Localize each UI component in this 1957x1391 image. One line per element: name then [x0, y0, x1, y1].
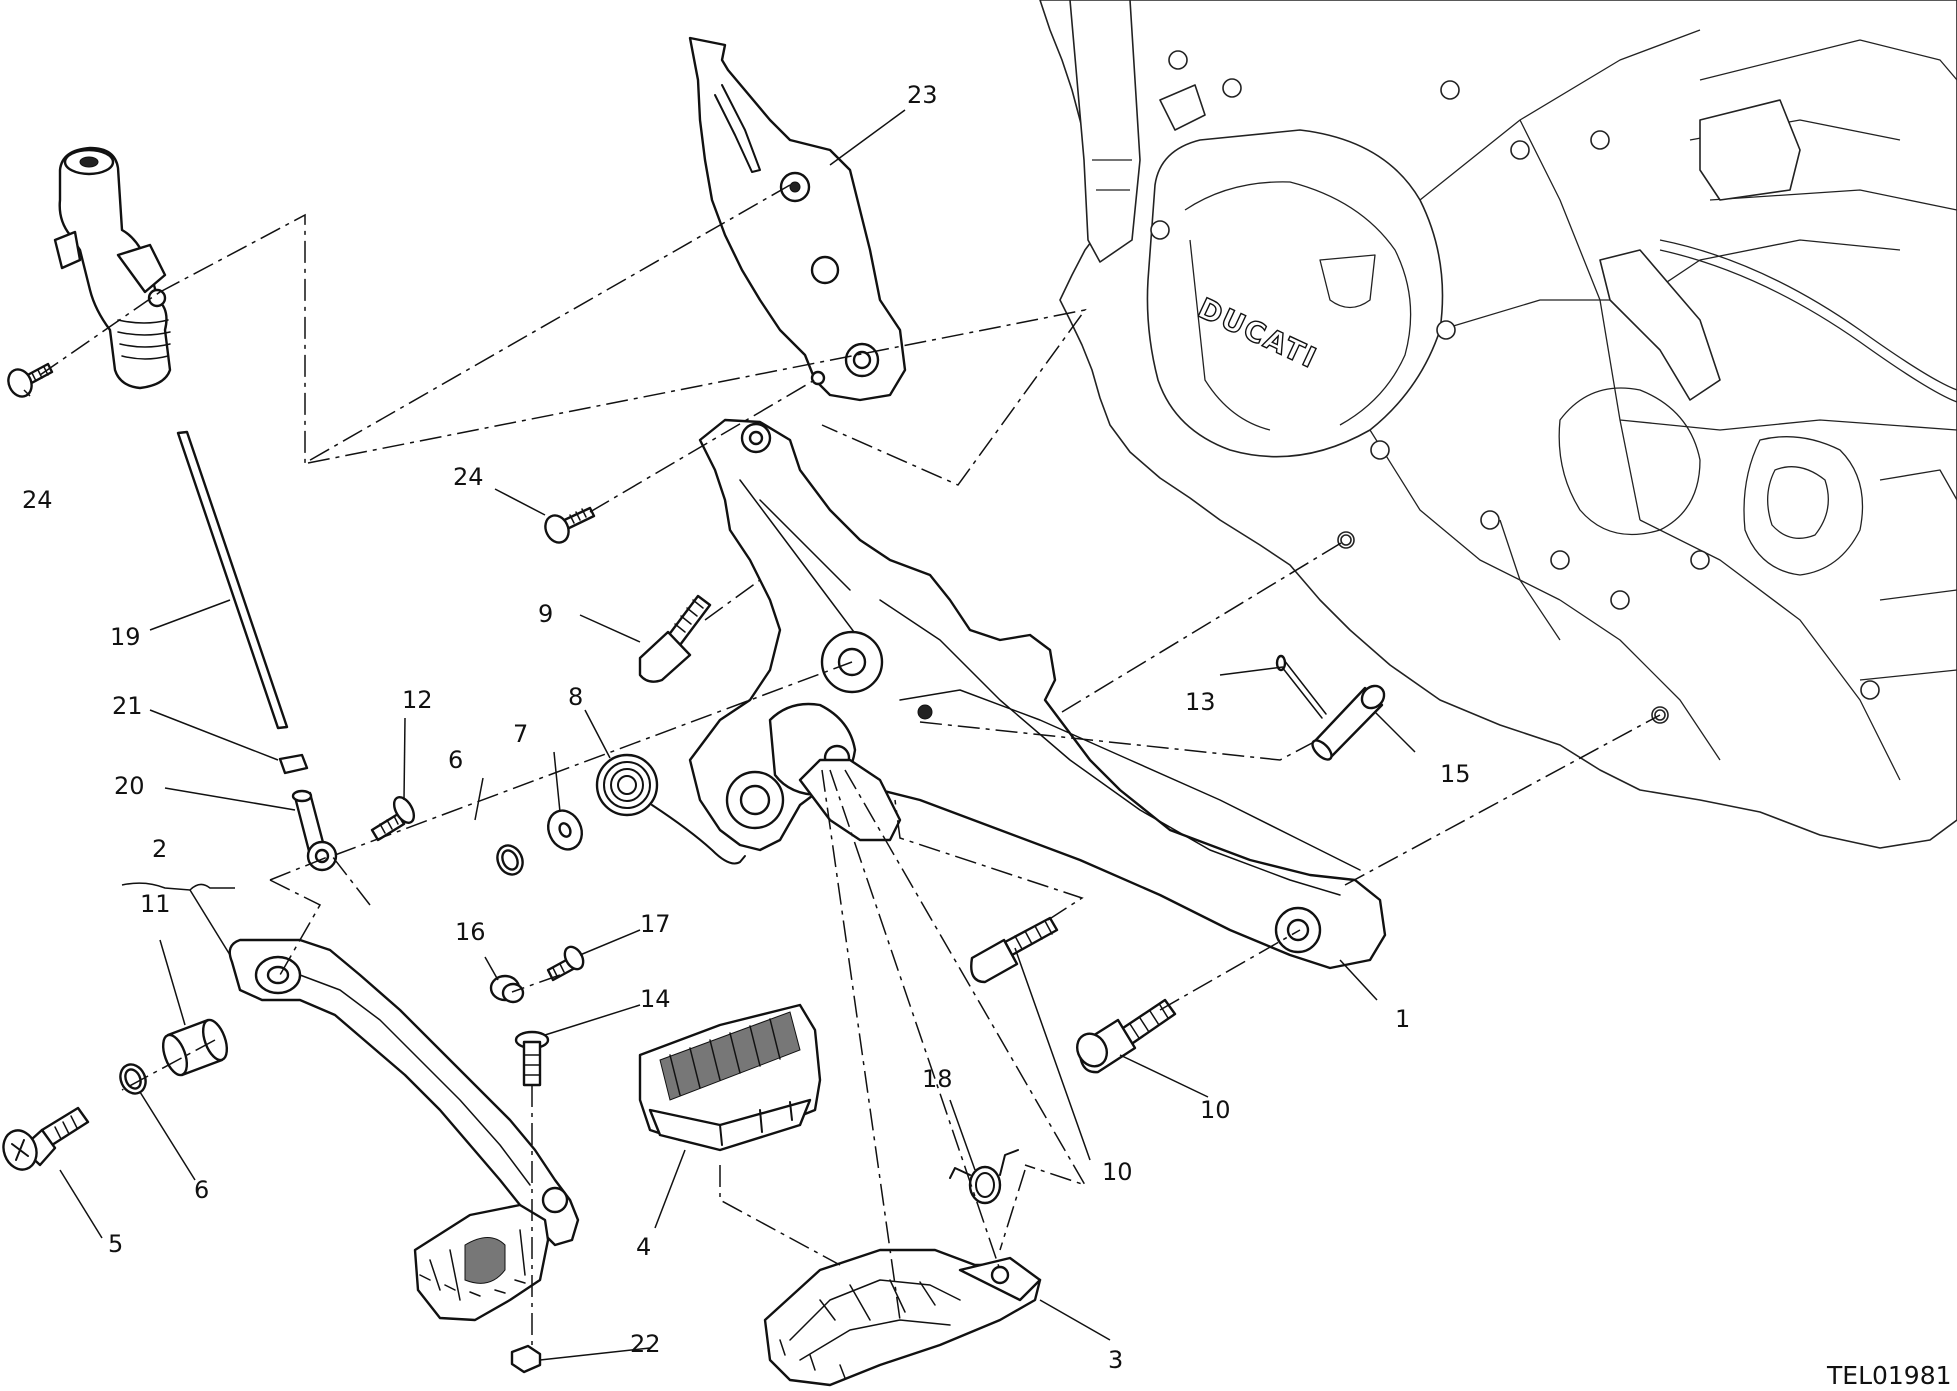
- screw-12: [370, 796, 416, 842]
- callout-2: 2: [152, 835, 167, 863]
- brake-master-cylinder: [53, 146, 172, 390]
- circlip-6-lower: [119, 1063, 147, 1095]
- bushing-8: [161, 1018, 229, 1077]
- screw-24-left: [7, 362, 54, 398]
- brake-pedal-tip: [413, 1203, 550, 1322]
- callout-18: 16: [455, 918, 486, 946]
- brake-pedal-lever: [228, 938, 580, 1247]
- callout-4: 4: [636, 1233, 651, 1261]
- callout-7: 7: [513, 720, 528, 748]
- footpeg-spring-15: [949, 1149, 1019, 1205]
- footpeg-bracket: [688, 418, 1387, 970]
- callout-6-upper: 6: [448, 746, 463, 774]
- callout-13: 15: [1440, 760, 1471, 788]
- nut-22: [278, 753, 309, 775]
- callout-22: 21: [112, 692, 143, 720]
- bolt-16: [514, 1030, 550, 1087]
- pivot-pin-13: [1311, 684, 1386, 761]
- screw-24-center: [544, 506, 596, 544]
- callout-16: 14: [640, 985, 671, 1013]
- callout-1: 1: [1395, 1005, 1410, 1033]
- bolt-11: [970, 916, 1059, 984]
- callout-11: 10: [1102, 1158, 1133, 1186]
- callout-17: 22: [630, 1330, 661, 1358]
- bushing-18: [489, 974, 525, 1004]
- bolt-10-upper: [638, 594, 712, 683]
- callout-9: 8: [568, 683, 583, 711]
- callout-3: 3: [1108, 1346, 1123, 1374]
- callout-6-lower: 6: [194, 1176, 209, 1204]
- callout-8: 11: [140, 890, 171, 918]
- callout-14: 13: [1185, 688, 1216, 716]
- callout-10-lower: 10: [1200, 1096, 1231, 1124]
- callout-12: 12: [402, 686, 433, 714]
- engine-crankcase: DUCATI: [1039, 0, 1957, 849]
- callout-21: 20: [114, 772, 145, 800]
- return-spring: [595, 753, 746, 865]
- drawing-code: TEL01981: [1826, 1361, 1952, 1390]
- callout-24-center: 24: [453, 463, 484, 491]
- rubber-footpeg-insert: [638, 1003, 822, 1152]
- washer-7: [547, 809, 583, 851]
- callout-23: 23: [907, 81, 938, 109]
- pivot-bolt-5: [2, 1106, 90, 1171]
- leader-lines: [23, 109, 1416, 1361]
- clevis-21: [291, 789, 338, 872]
- bolt-10-lower: [1075, 998, 1177, 1074]
- screw-19: [546, 945, 585, 982]
- circlip-6-upper: [496, 844, 524, 876]
- nut-17: [510, 1344, 542, 1374]
- callout-19: 17: [640, 910, 671, 938]
- callout-24-left: 24: [22, 486, 53, 514]
- off-road-footpeg: [763, 1248, 1042, 1387]
- assembly-lines: [39, 184, 1661, 1350]
- callout-20: 19: [110, 623, 141, 651]
- callout-numbers: 23 24 24 9 19 21 20 12 6 7 8 2 11 16 17 …: [22, 81, 1471, 1374]
- callout-5: 5: [108, 1230, 123, 1258]
- split-pin-14: [1275, 654, 1327, 719]
- push-rod: [176, 430, 289, 730]
- heel-guard-bracket: [688, 36, 907, 402]
- callout-15: 18: [922, 1065, 953, 1093]
- callout-10-upper: 9: [538, 600, 553, 628]
